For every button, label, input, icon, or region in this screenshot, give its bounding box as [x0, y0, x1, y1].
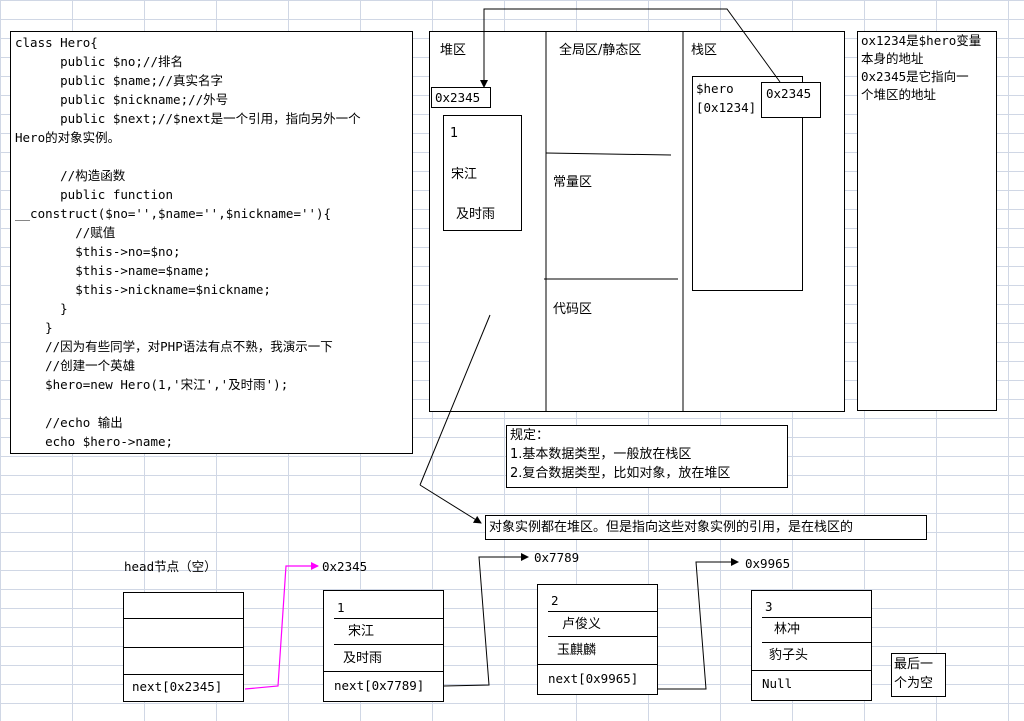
- node-3-nickname: 豹子头: [769, 648, 809, 663]
- heap-address-box: 0x2345: [431, 87, 491, 108]
- global-static-label: 全局区/静态区: [559, 43, 642, 58]
- divider: [334, 644, 443, 645]
- code-line: $this->nickname=$nickname;: [15, 282, 271, 297]
- code-line: Hero的对象实例。: [15, 130, 121, 145]
- code-line: public $name;//真实名字: [15, 73, 224, 88]
- code-line: //因为有些同学，对PHP语法有点不熟，我演示一下: [15, 339, 333, 354]
- heap-object-name: 宋江: [451, 167, 478, 182]
- node-3-name: 林冲: [774, 622, 801, 637]
- node-2-name: 卢俊义: [562, 617, 602, 632]
- divider: [548, 611, 657, 612]
- statement-arrow: [419, 484, 482, 524]
- heap-address: 0x2345: [435, 90, 481, 105]
- heap-to-statement-line: [419, 314, 491, 486]
- statement-text: 对象实例都在堆区。但是指向这些对象实例的引用，是在栈区的: [489, 520, 854, 535]
- divider: [334, 618, 443, 619]
- node-1-name: 宋江: [348, 624, 375, 639]
- divider: [762, 617, 871, 618]
- heap-object-nickname: 及时雨: [456, 207, 496, 222]
- divider: [548, 636, 657, 637]
- code-line: //echo 输出: [15, 415, 123, 430]
- node-3-address: 0x9965: [745, 556, 791, 571]
- stack-to-heap-arrow: [480, 8, 781, 88]
- divider: [324, 671, 443, 672]
- code-line: $hero=new Hero(1,'宋江','及时雨');: [15, 377, 289, 392]
- code-line: $this->name=$name;: [15, 263, 211, 278]
- node-1-to-node-2-arrow: [443, 553, 529, 687]
- code-line: __construct($no='',$name='',$nickname=''…: [15, 206, 332, 221]
- code-line: //赋值: [15, 225, 116, 240]
- last-node-note-text: 最后一 个为空: [894, 657, 934, 691]
- head-node-label: head节点（空）: [124, 559, 217, 574]
- address-note-text: ox1234是$hero变量 本身的地址 0x2345是它指向一 个堆区的地址: [861, 33, 982, 102]
- code-line: echo $hero->name;: [15, 434, 174, 449]
- divider: [538, 664, 657, 665]
- code-line: public $no;//排名: [15, 54, 183, 69]
- head-to-node-1-arrow: [244, 562, 319, 690]
- stack-variable: $hero [0x1234]: [696, 81, 757, 115]
- statement-box: 对象实例都在堆区。但是指向这些对象实例的引用，是在栈区的: [485, 515, 927, 540]
- rule-text: 规定： 1.基本数据类型，一般放在栈区 2.复合数据类型，比如对象，放在堆区: [510, 428, 731, 481]
- node-1-address: 0x2345: [322, 559, 368, 574]
- divider: [124, 618, 243, 619]
- divider: [762, 642, 871, 643]
- divider: [752, 670, 871, 671]
- divider: [124, 647, 243, 648]
- node-2-no: 2: [551, 593, 559, 608]
- node-1-nickname: 及时雨: [343, 651, 383, 666]
- last-node-note: 最后一 个为空: [891, 653, 946, 697]
- stack-reference: 0x2345: [766, 86, 812, 101]
- heap-label: 堆区: [440, 43, 467, 58]
- node-1-next: next[0x7789]: [334, 678, 425, 693]
- code-line: public $next;//$next是一个引用，指向另外一个: [15, 111, 361, 126]
- node-2-to-node-3-arrow: [658, 558, 739, 690]
- node-2-nickname: 玉麒麟: [557, 643, 597, 658]
- code-line: public function: [15, 187, 174, 202]
- node-3: 3 林冲 豹子头 Null: [751, 590, 872, 701]
- node-2: 2 卢俊义 玉麒麟 next[0x9965]: [537, 584, 658, 695]
- code-line: }: [15, 320, 53, 335]
- heap-object-no: 1: [450, 126, 459, 141]
- node-3-no: 3: [765, 599, 773, 614]
- code-panel: class Hero{ public $no;//排名 public $name…: [10, 31, 413, 454]
- constant-area-divider: [545, 152, 672, 156]
- head-node: next[0x2345]: [123, 592, 244, 702]
- stack-label: 栈区: [691, 43, 718, 58]
- divider: [124, 674, 243, 675]
- node-2-address: 0x7789: [534, 550, 580, 565]
- code-area-label: 代码区: [553, 302, 593, 317]
- node-3-next: Null: [762, 676, 793, 691]
- code-line: //构造函数: [15, 168, 126, 183]
- heap-object: 1 宋江 及时雨: [443, 115, 522, 231]
- stack-reference-box: 0x2345: [761, 82, 821, 118]
- code-line: }: [15, 301, 68, 316]
- code-line: class Hero{: [15, 35, 98, 50]
- node-2-next: next[0x9965]: [548, 671, 639, 686]
- head-node-next: next[0x2345]: [132, 679, 223, 694]
- node-1: 1 宋江 及时雨 next[0x7789]: [323, 590, 444, 702]
- constant-area-label: 常量区: [553, 175, 593, 190]
- code-line: public $nickname;//外号: [15, 92, 229, 107]
- rule-box: 规定： 1.基本数据类型，一般放在栈区 2.复合数据类型，比如对象，放在堆区: [506, 425, 788, 488]
- code-line: //创建一个英雄: [15, 358, 136, 373]
- code-line: $this->no=$no;: [15, 244, 181, 259]
- node-1-no: 1: [337, 600, 345, 615]
- address-note: ox1234是$hero变量 本身的地址 0x2345是它指向一 个堆区的地址: [857, 31, 997, 411]
